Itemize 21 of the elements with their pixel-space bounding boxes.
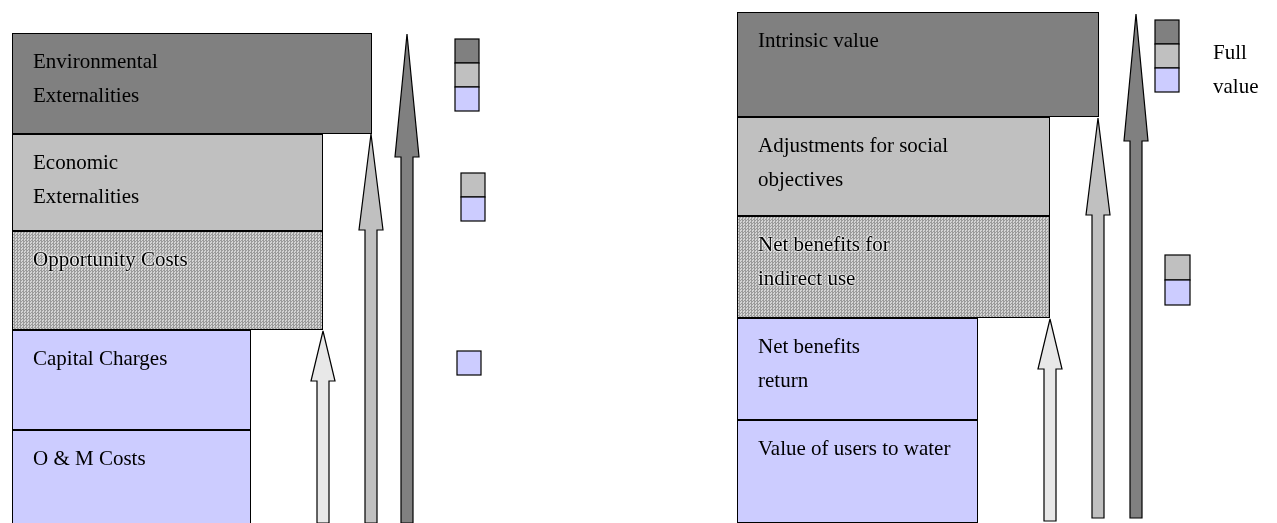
segment-label: Capital Charges [33, 345, 168, 372]
bar-segment [737, 318, 978, 420]
segment-label: Net benefits return [758, 333, 862, 394]
segment-label: O & M Costs [33, 445, 146, 472]
segment-label: Opportunity Costs [33, 246, 188, 273]
bar-segment [12, 134, 323, 231]
hatched-bar-segment [12, 231, 323, 330]
segment-label: Adjustments for social objectives [758, 132, 950, 193]
segment-label: Environmental Externalities [33, 48, 159, 109]
segment-label: Net benefits for indirect use [758, 231, 891, 292]
hatched-bar-segment [737, 216, 1050, 318]
bar-segment [12, 33, 372, 134]
segment-label: Value of users to water [758, 435, 951, 462]
segment-label: Economic Externalities [33, 149, 141, 210]
bar-segment [737, 117, 1050, 216]
bar-segment [737, 12, 1099, 117]
figure-label: Full value [1213, 39, 1260, 100]
bar-segment [737, 420, 978, 523]
segment-label: Intrinsic value [758, 27, 879, 54]
bar-segment [12, 330, 251, 430]
bar-segment [12, 430, 251, 523]
